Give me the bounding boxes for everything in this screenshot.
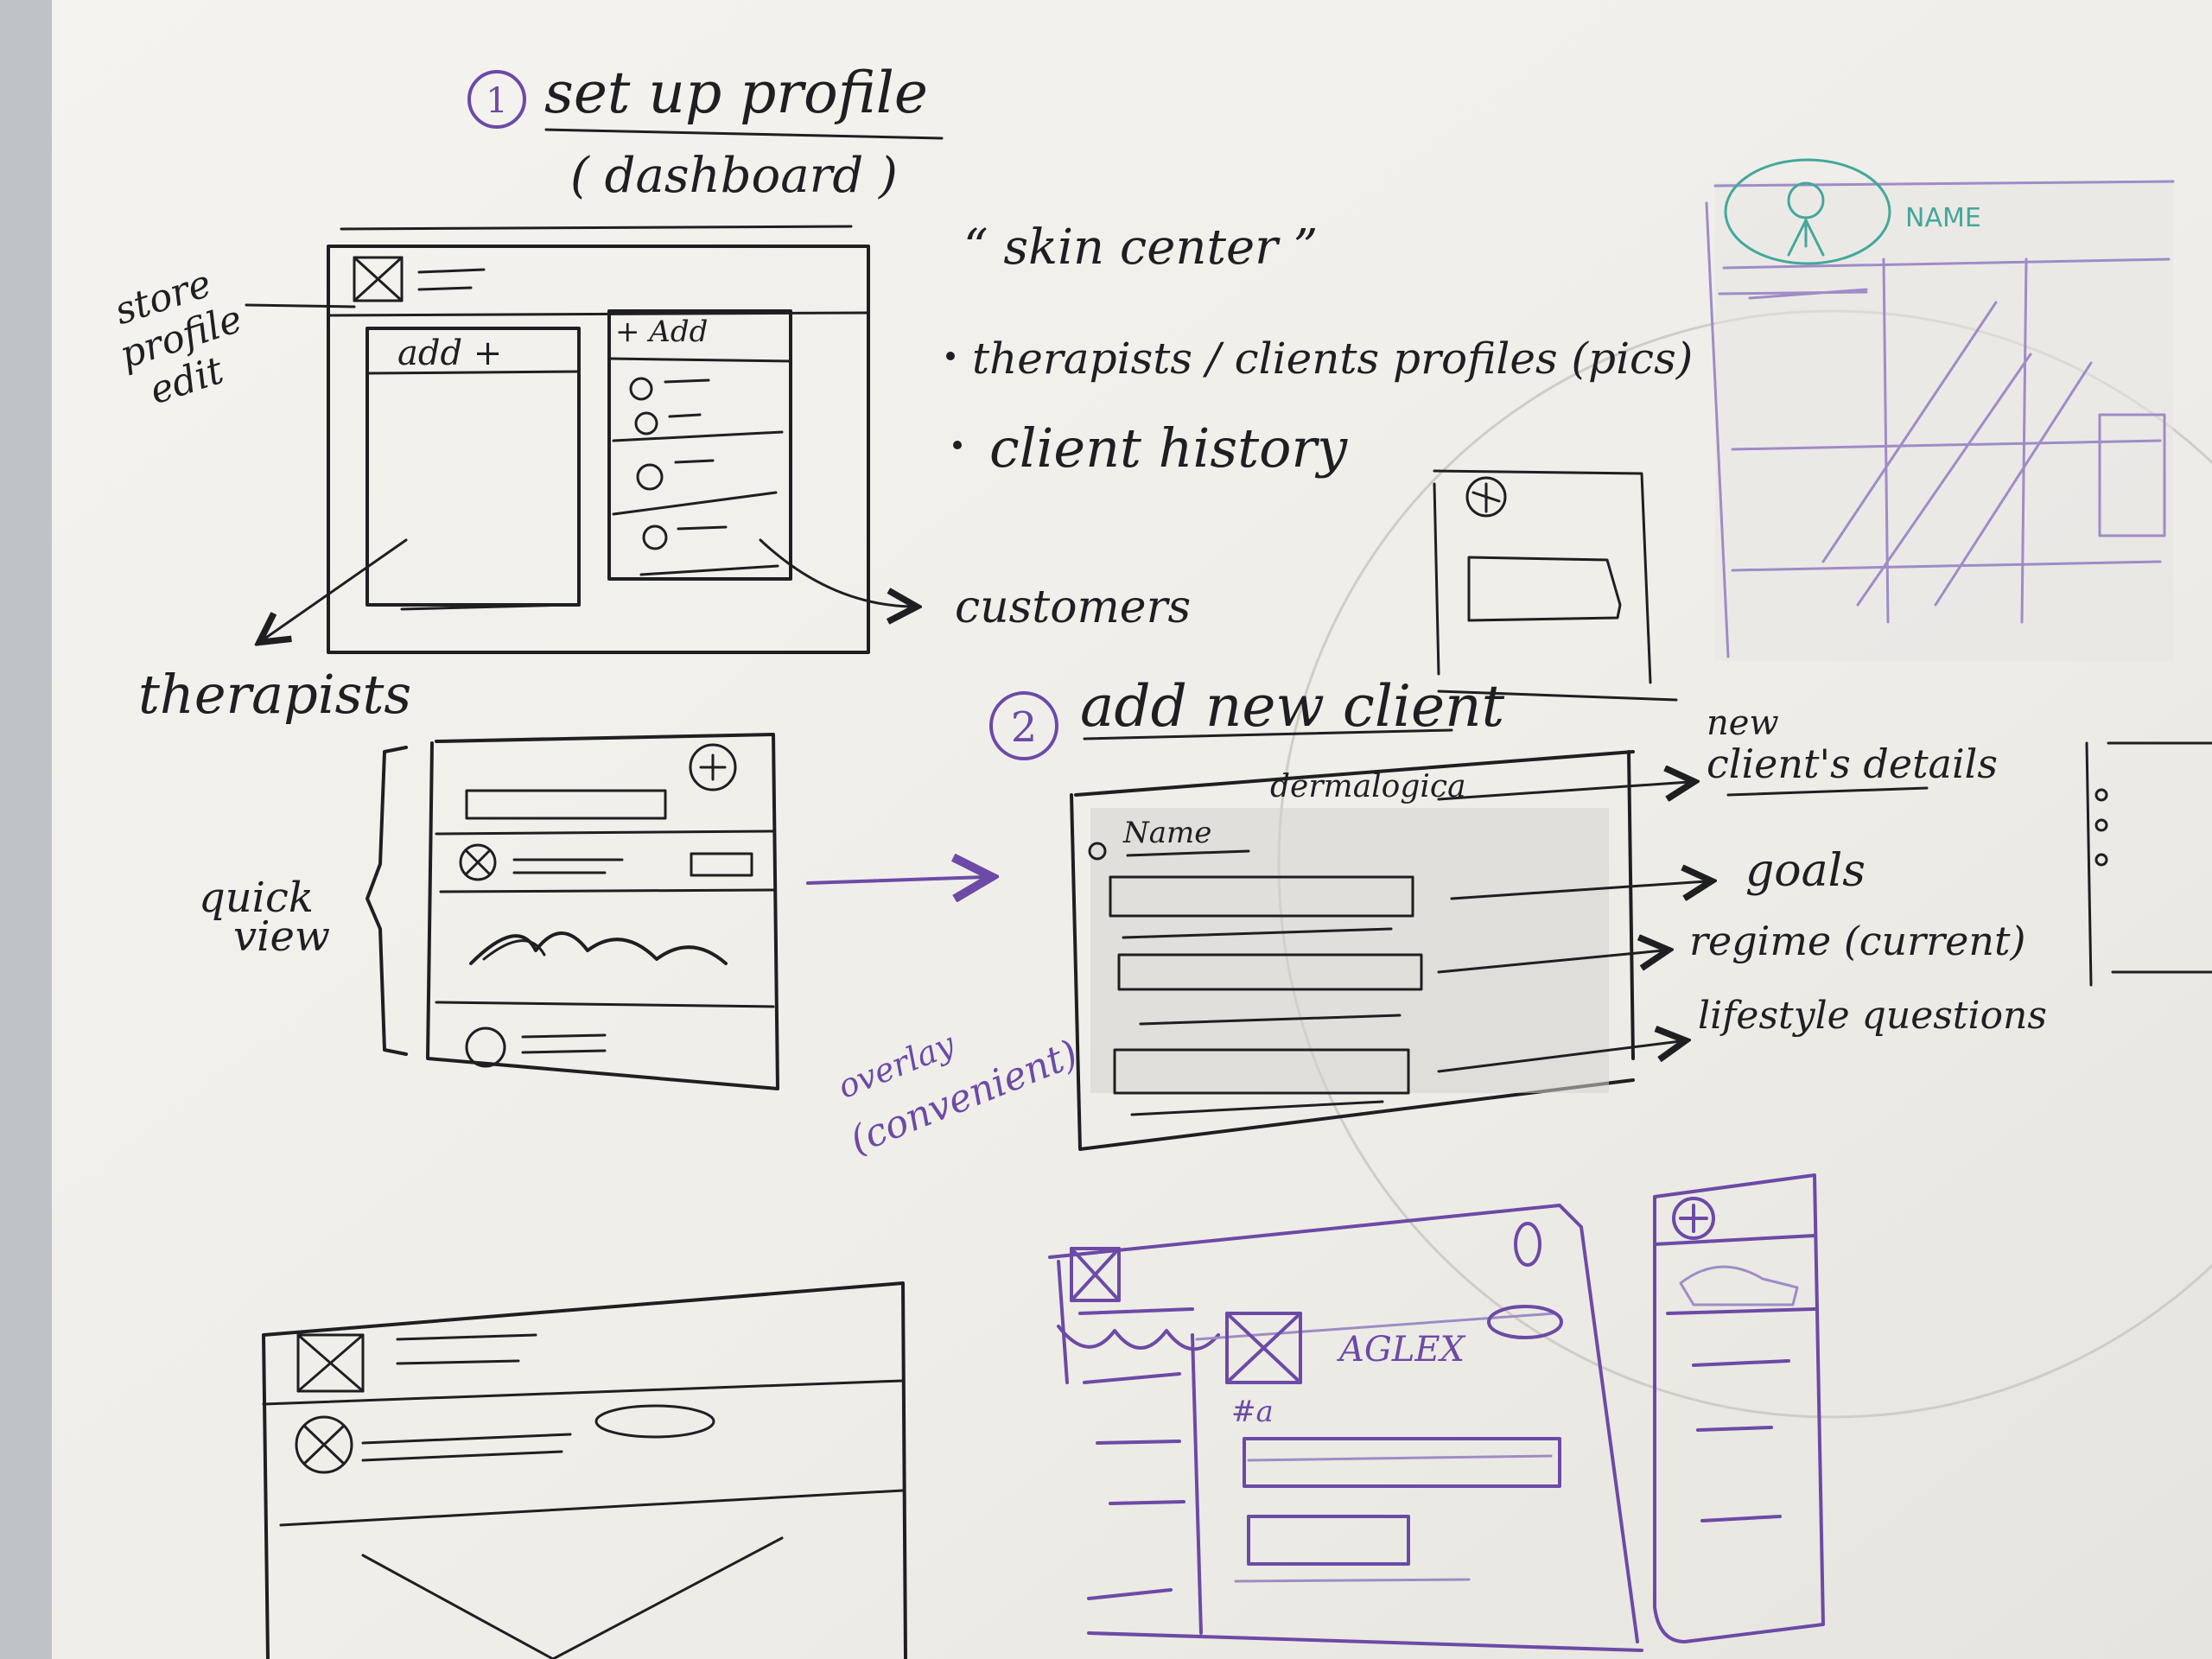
arrow-to-therapists (264, 538, 408, 639)
quick-view-label-1: quick (199, 874, 314, 922)
therapists-panel (365, 327, 581, 607)
quick-view-label-2: view (233, 912, 330, 961)
client-form-field (1109, 875, 1414, 918)
callout-new: new (1707, 703, 1779, 743)
step1-heading: 1 set up profile ( dashboard ) (467, 60, 944, 204)
step2-title: add new client (1080, 673, 1505, 740)
quick-view-footer-avatar-icon (465, 1027, 506, 1068)
callout-arrow-details (1437, 782, 1689, 799)
quick-view-brace (365, 746, 408, 1056)
customer-avatar-icon (634, 411, 658, 435)
skin-center-notes: “ skin center ” therapists / clients pro… (946, 219, 1693, 480)
profile-card-sketch (1433, 469, 1678, 702)
callout-arrow-lifestyle (1437, 1041, 1681, 1073)
client-form-brand: dermalogica (1270, 769, 1466, 804)
faded-name-label: NAME (1905, 203, 1981, 233)
skin-center-title: “ skin center ” (963, 219, 1318, 276)
bottom-logo-placeholder-icon (296, 1333, 365, 1393)
quick-view-avatar-icon (459, 843, 497, 881)
arrow-store-profile (245, 303, 356, 308)
client-form-field (1117, 953, 1423, 991)
board-frame (0, 0, 52, 1659)
client-form-field (1113, 1048, 1410, 1095)
quick-view-to-client-arrow (806, 877, 985, 883)
purple-photo-placeholder-icon (1225, 1312, 1302, 1384)
skin-center-bullet-1: therapists / clients profiles (pics) (972, 334, 1693, 384)
customers-panel (607, 309, 792, 581)
purple-toggle-icon (1487, 1305, 1563, 1339)
customer-avatar-icon (642, 524, 668, 550)
step1-circle (467, 70, 526, 129)
client-form-sketch: dermalogica Name (1070, 750, 1707, 1151)
customer-list-items (612, 377, 784, 576)
quick-view-search-field (465, 789, 667, 820)
client-form-callouts: new client's details goals regime (curre… (1689, 703, 2047, 1038)
purple-phone-add-icon (1672, 1197, 1715, 1240)
step1-title: set up profile (544, 60, 928, 126)
name-field-icon (1088, 842, 1107, 861)
edge-list-sketch (2085, 741, 2212, 987)
faded-profile-sketch: NAME (1705, 158, 2175, 661)
skin-center-bullet-2: client history (989, 416, 1348, 480)
dashboard-sketch: add + + Add (245, 225, 912, 654)
purple-wireframe-sketch: AGLEX #a (1048, 1204, 1643, 1652)
bottom-action-pill (594, 1404, 715, 1439)
therapists-panel-label: add + (397, 334, 502, 373)
arrow-to-customers (759, 538, 912, 607)
bottom-dashboard-sketch (262, 1281, 907, 1659)
callout-regime: regime (current) (1689, 918, 2025, 964)
client-form-name-label: Name (1122, 816, 1211, 850)
callout-goals: goals (1745, 845, 1866, 897)
customers-label: customers (955, 582, 1191, 633)
step1-subtitle: ( dashboard ) (570, 148, 898, 204)
callout-lifestyle: lifestyle questions (1698, 994, 2047, 1038)
purple-input-field (1243, 1437, 1561, 1488)
callout-arrow-regime (1437, 950, 1663, 974)
purple-phone-sketch (1653, 1173, 1825, 1643)
quick-view-scribble (469, 931, 728, 965)
store-logo-placeholder-icon (353, 256, 404, 302)
step2-circle (989, 691, 1058, 760)
add-plus-icon (689, 743, 737, 791)
faded-avatar-circle (1724, 158, 1891, 265)
purple-header-label: AGLEX (1336, 1330, 1466, 1370)
step2-heading: 2 add new client (989, 673, 1505, 760)
step2-number: 2 (1011, 703, 1038, 752)
purple-button (1247, 1515, 1410, 1566)
quick-view-sketch: quick view (199, 733, 985, 1090)
therapists-label: therapists (138, 663, 411, 726)
card-avatar-icon (1465, 476, 1507, 518)
purple-logo-icon (1070, 1247, 1121, 1302)
customer-avatar-icon (629, 377, 653, 401)
callout-arrow-goals (1450, 881, 1707, 899)
bottom-avatar-icon (295, 1415, 353, 1474)
callout-client-details: client's details (1707, 741, 1998, 787)
customer-avatar-icon (636, 463, 664, 491)
step1-number: 1 (486, 81, 507, 121)
customers-panel-label: + Add (615, 315, 708, 349)
purple-field-label: #a (1231, 1395, 1274, 1429)
